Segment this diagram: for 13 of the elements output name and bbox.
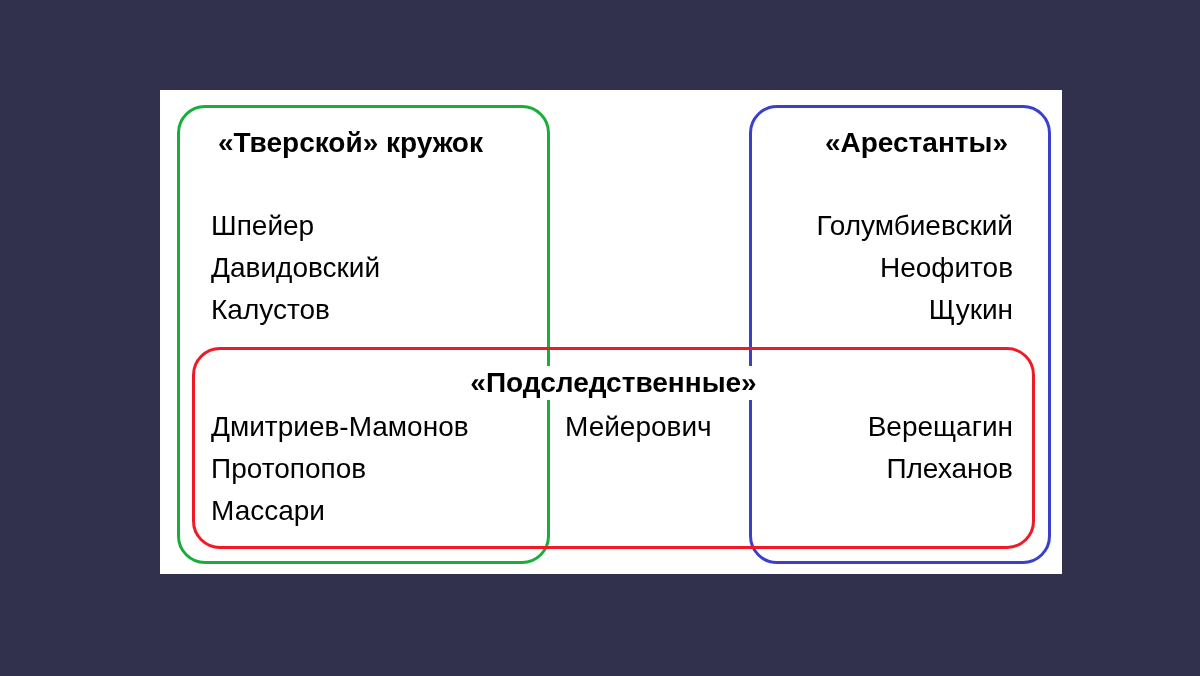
member-name: Мейерович <box>565 410 712 444</box>
member-name: Массари <box>211 494 325 528</box>
member-name: Голумбиевский <box>816 209 1013 243</box>
group-frame <box>192 347 1035 549</box>
member-name: Дмитриев-Мамонов <box>211 410 469 444</box>
member-name: Шпейер <box>211 209 315 243</box>
member-name: Калустов <box>211 293 330 327</box>
member-name: Щукин <box>928 293 1013 327</box>
member-name: Неофитов <box>880 251 1013 285</box>
member-name: Плеханов <box>886 452 1013 486</box>
member-name: Протопопов <box>211 452 367 486</box>
member-name: Верещагин <box>867 410 1013 444</box>
member-name: Давидовский <box>211 251 381 285</box>
